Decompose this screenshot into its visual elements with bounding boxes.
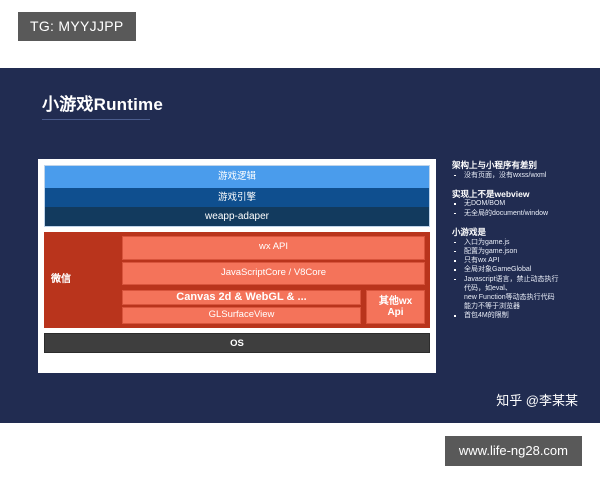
- note-item-label: 代码，如eval、: [464, 284, 512, 292]
- note-heading: 架构上与小程序有差别: [452, 160, 538, 170]
- bullet-dot-icon: [454, 315, 456, 317]
- bullet-dot-icon: [454, 278, 456, 281]
- bullet-dot-icon: [454, 260, 456, 262]
- notes-list: 架构上与小程序有差别 没有页面，没有wxss/wxml 实现上不是webview…: [452, 160, 596, 330]
- note-item: 配置为game.json: [452, 247, 596, 256]
- note-item-label: 没有页面，没有wxss/wxml: [464, 171, 547, 179]
- box-wx-api: wx API: [122, 236, 425, 260]
- note-item-label: 全局对象GameGlobal: [464, 266, 532, 274]
- box-glsurfaceview: GLSurfaceView: [122, 307, 361, 325]
- note-item-label: 无全局的document/window: [464, 209, 549, 217]
- watermark-url-badge: www.life-ng28.com: [444, 436, 582, 466]
- note-item: 无全局的document/window: [452, 209, 596, 218]
- note-item-label: 能力不等于浏览器: [464, 303, 520, 311]
- note-group: 架构上与小程序有差别 没有页面，没有wxss/wxml: [452, 160, 596, 180]
- bullet-dot-icon: [454, 241, 456, 244]
- wechat-label: 微信: [51, 274, 71, 285]
- note-item: 入口为game.js: [452, 238, 596, 247]
- note-item-label: 入口为game.js: [464, 238, 510, 246]
- note-item-continuation: 代码，如eval、: [452, 284, 596, 293]
- note-item-continuation: 能力不等于浏览器: [452, 302, 596, 311]
- slide-canvas: 小游戏Runtime 游戏逻辑 游戏引擎 weapp-adaper 微信 wx …: [0, 68, 600, 423]
- box-canvas-webgl: Canvas 2d & WebGL & ...: [122, 290, 361, 306]
- note-heading: 小游戏是: [452, 226, 487, 237]
- box-other-wx-api-line2: Api: [387, 307, 404, 319]
- box-other-wx-api-line1: 其他wx: [378, 295, 413, 307]
- title-underline: [42, 119, 150, 120]
- layer-game-engine: 游戏引擎: [45, 188, 429, 207]
- note-heading: 实现上不是webview: [452, 188, 530, 199]
- box-other-wx-api: 其他wx Api: [366, 290, 425, 325]
- note-group: 小游戏是 入口为game.js 配置为game.json 只有wx API 全局…: [452, 227, 596, 321]
- wechat-inner-stack: wx API JavaScriptCore / V8Core Canvas 2d…: [122, 236, 425, 325]
- layer-os: OS: [44, 333, 430, 353]
- app-layer-stack: 游戏逻辑 游戏引擎 weapp-adaper: [44, 165, 430, 227]
- bullet-dot-icon: [454, 174, 456, 177]
- layer-weapp-adapter: weapp-adaper: [45, 207, 429, 226]
- note-item: 首包4M的限制: [452, 311, 596, 320]
- note-item: Javascript语言，禁止动态执行: [452, 275, 596, 284]
- bullet-dot-icon: [454, 250, 456, 253]
- box-javascriptcore-v8core: JavaScriptCore / V8Core: [122, 261, 425, 286]
- layer-game-logic: 游戏逻辑: [45, 166, 429, 188]
- note-item: 只有wx API: [452, 256, 596, 265]
- note-item-label: 配置为game.json: [464, 247, 518, 255]
- note-item-label: new Function等动态执行代码: [464, 293, 555, 301]
- note-item: 没有页面，没有wxss/wxml: [452, 171, 596, 180]
- bullet-dot-icon: [454, 212, 456, 215]
- note-item-label: 无DOM/BOM: [464, 200, 506, 208]
- wechat-lower-group: Canvas 2d & WebGL & ... GLSurfaceView 其他…: [122, 290, 425, 325]
- page-title: 小游戏Runtime: [42, 95, 163, 114]
- wechat-container: 微信 wx API JavaScriptCore / V8Core Canvas…: [44, 232, 430, 328]
- note-item-label: 只有wx API: [464, 257, 500, 265]
- bullet-dot-icon: [454, 203, 456, 205]
- note-item: 全局对象GameGlobal: [452, 265, 596, 274]
- note-item: 无DOM/BOM: [452, 199, 596, 208]
- architecture-diagram: 游戏逻辑 游戏引擎 weapp-adaper 微信 wx API JavaScr…: [38, 159, 436, 373]
- watermark-tag-top: TG: MYYJJPP: [18, 12, 136, 41]
- wechat-render-group: Canvas 2d & WebGL & ... GLSurfaceView: [122, 290, 361, 325]
- note-group: 实现上不是webview 无DOM/BOM 无全局的document/windo…: [452, 189, 596, 218]
- note-item-label: Javascript语言，禁止动态执行: [464, 275, 559, 283]
- author-signature: 知乎 @李某某: [496, 393, 578, 408]
- bullet-dot-icon: [454, 269, 456, 271]
- note-item-label: 首包4M的限制: [464, 312, 509, 320]
- note-item-continuation: new Function等动态执行代码: [452, 293, 596, 302]
